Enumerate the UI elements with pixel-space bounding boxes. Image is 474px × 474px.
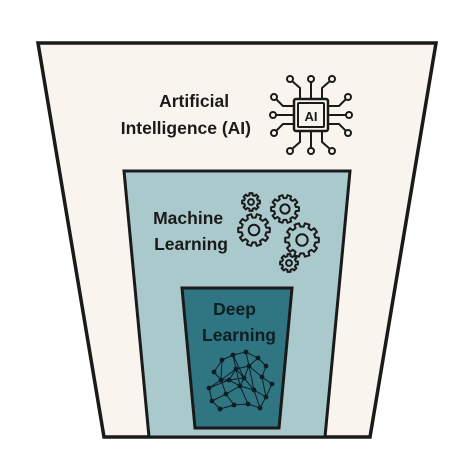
network-node	[269, 381, 275, 387]
neural-network-icon	[206, 349, 275, 412]
ai-chip-text: AI	[305, 109, 318, 124]
network-node	[217, 406, 223, 412]
network-edge	[225, 385, 241, 395]
network-node	[243, 349, 249, 355]
ai-layer-label: Artificial Intelligence (AI)	[121, 91, 251, 138]
gear-hub	[247, 223, 261, 237]
gear-hub	[247, 198, 255, 206]
network-node	[237, 383, 243, 389]
network-node	[219, 357, 225, 363]
network-node	[245, 401, 251, 407]
network-edge	[239, 385, 249, 405]
ml-layer-label: Machine Learning	[153, 208, 228, 254]
network-node	[226, 377, 232, 383]
network-node	[251, 387, 257, 393]
network-edge	[253, 389, 261, 409]
network-node	[263, 394, 269, 400]
ai-label-line-2: Intelligence (AI)	[121, 118, 251, 138]
network-node	[233, 366, 239, 372]
network-edge	[208, 379, 230, 389]
network-edge	[213, 359, 223, 373]
network-node	[209, 398, 215, 404]
gear-hub	[285, 259, 293, 267]
network-edge	[235, 368, 241, 387]
gears-icon	[237, 192, 320, 273]
ai-chip-icon	[269, 75, 353, 155]
network-edge	[232, 354, 245, 379]
ai-label-line-1: Artificial	[159, 91, 229, 111]
network-edge	[211, 393, 227, 402]
network-edge	[261, 376, 267, 398]
network-edge	[228, 377, 245, 381]
ml-label-line-1: Machine	[153, 208, 223, 228]
gear-hub	[295, 233, 309, 247]
network-node	[206, 385, 212, 391]
dl-layer-label: Deep Learning	[202, 299, 276, 345]
network-node	[255, 355, 261, 361]
dl-layer: Deep Learning	[180, 286, 294, 430]
dl-label-line-1: Deep	[213, 299, 256, 319]
network-node	[230, 352, 236, 358]
gear-hub	[279, 203, 291, 215]
network-node	[263, 363, 269, 369]
network-node	[218, 377, 224, 383]
network-edge	[239, 385, 255, 391]
dl-layer-shape	[180, 286, 294, 430]
network-node	[259, 374, 265, 380]
network-edge	[219, 404, 235, 410]
ml-label-line-2: Learning	[154, 234, 228, 254]
network-edge	[248, 365, 263, 378]
network-node	[231, 402, 237, 408]
network-node	[257, 405, 263, 411]
dl-label-line-2: Learning	[202, 325, 276, 345]
network-node	[241, 375, 247, 381]
network-node	[211, 369, 217, 375]
network-edge	[220, 359, 223, 381]
network-node	[223, 391, 229, 397]
network-node	[246, 363, 252, 369]
network-edge	[243, 377, 255, 391]
network-edge	[248, 365, 255, 391]
network-edge	[220, 368, 237, 381]
